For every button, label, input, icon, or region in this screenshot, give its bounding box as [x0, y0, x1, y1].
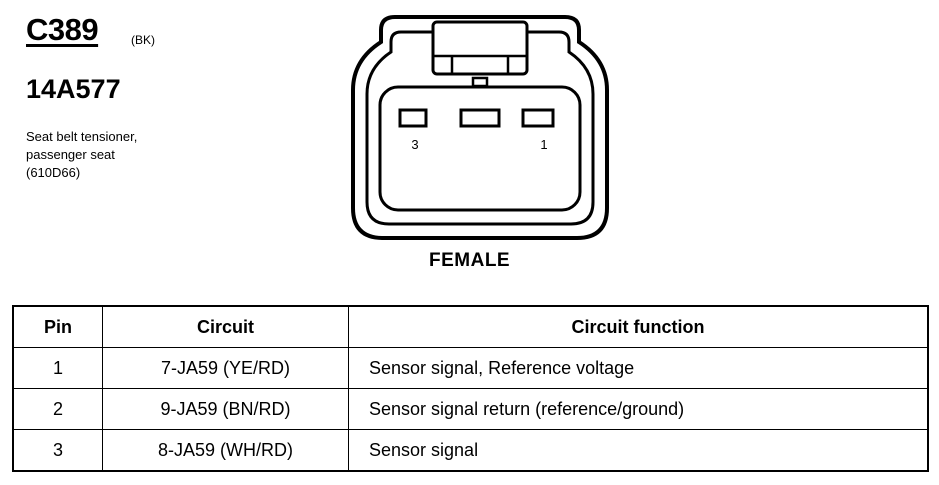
cavity-3: [398, 108, 428, 128]
locking-latch: [431, 20, 529, 76]
cavity-label-3: 3: [411, 137, 418, 152]
function-cell: Sensor signal return (reference/ground): [348, 388, 929, 430]
color-code: (BK): [131, 33, 155, 47]
circuit-cell: 8-JA59 (WH/RD): [102, 429, 349, 472]
column-header-circuit-function: Circuit function: [348, 305, 929, 348]
cavity-2: [459, 108, 501, 128]
pin-cell: 3: [12, 429, 103, 472]
description-line: passenger seat: [26, 147, 115, 162]
circuit-cell: 9-JA59 (BN/RD): [102, 388, 349, 430]
column-header-circuit: Circuit: [102, 305, 349, 348]
description: Seat belt tensioner, passenger seat (610…: [26, 128, 137, 182]
connector-face-diagram: 3 1: [351, 15, 609, 240]
gender-label: FEMALE: [429, 250, 511, 271]
pin-table: Pin Circuit Circuit function 1 7-JA59 (Y…: [12, 305, 929, 472]
column-header-pin: Pin: [12, 305, 103, 348]
table-row: 2 9-JA59 (BN/RD) Sensor signal return (r…: [12, 388, 929, 430]
part-number: 14A577: [26, 74, 121, 104]
cavity-1: [521, 108, 555, 128]
circuit-cell: 7-JA59 (YE/RD): [102, 347, 349, 389]
table-row: 3 8-JA59 (WH/RD) Sensor signal: [12, 429, 929, 472]
pin-cell: 1: [12, 347, 103, 389]
function-cell: Sensor signal, Reference voltage: [348, 347, 929, 389]
connector-id: C389: [26, 12, 99, 47]
table-row: 1 7-JA59 (YE/RD) Sensor signal, Referenc…: [12, 347, 929, 389]
table-header-row: Pin Circuit Circuit function: [12, 305, 929, 348]
description-line: (610D66): [26, 165, 81, 180]
connector-housing-outer: [351, 15, 609, 240]
pin-cell: 2: [12, 388, 103, 430]
function-cell: Sensor signal: [348, 429, 929, 472]
terminal-face: [378, 85, 582, 212]
connector-housing-inner: [365, 30, 595, 226]
description-line: Seat belt tensioner,: [26, 129, 138, 144]
latch-tab: [471, 76, 489, 88]
cavity-label-1: 1: [540, 137, 547, 152]
